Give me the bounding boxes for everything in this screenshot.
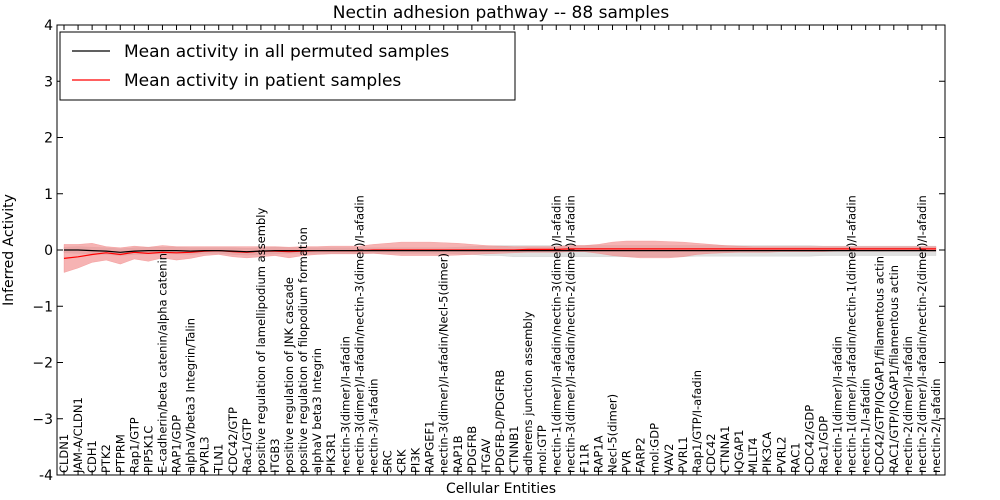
permuted-mean-line — [64, 249, 936, 253]
category-label: adherens junction assembly — [521, 311, 535, 473]
category-label: PTK2 — [99, 444, 113, 473]
category-label: RAP1B — [451, 435, 465, 473]
category-label: nectin-2/I-afadin — [929, 379, 943, 474]
legend: Mean activity in all permuted samples Me… — [59, 31, 516, 101]
y-tick-label: -4 — [39, 468, 53, 484]
y-tick-label: 1 — [44, 187, 53, 203]
category-label: positive regulation of JNK cascade — [282, 277, 296, 473]
category-label: CDC42 — [704, 433, 718, 473]
category-label: nectin-3(dimer)/I-afadin/Necl-5(dimer) — [437, 253, 451, 473]
category-label: F11R — [577, 444, 591, 473]
category-label: RAC1/GTP/IQGAP1/filamentous actin — [887, 265, 901, 473]
category-label: Rap1/GTP/I-afadin — [690, 370, 704, 473]
category-label: Rac1/GDP — [817, 416, 831, 473]
category-label: PI3K — [409, 447, 423, 473]
chart-title: Nectin adhesion pathway -- 88 samples — [333, 3, 670, 23]
category-label: PDGFRB — [465, 426, 479, 473]
category-label: PIK3R1 — [324, 433, 338, 474]
category-label: nectin-1(dimer)/I-afadin/nectin-3(dimer)… — [549, 195, 563, 473]
category-label: RAP1A — [592, 435, 606, 473]
x-axis-label: Cellular Entities — [446, 481, 556, 497]
category-label: alphaV/beta3 Integrin/Talin — [184, 318, 198, 473]
category-label: nectin-1(dimer)/I-afadin — [831, 336, 845, 473]
category-label: CTNNA1 — [718, 426, 732, 473]
category-label: alphaV beta3 Integrin — [310, 348, 324, 473]
category-label: CTNNB1 — [507, 426, 521, 473]
category-label: nectin-2(dimer)/I-afadin/nectin-2(dimer)… — [915, 195, 929, 473]
category-label: ITGAV — [479, 439, 493, 473]
y-tick-label: 3 — [44, 74, 53, 90]
category-label: CDC42/GTP — [226, 407, 240, 473]
y-axis-ticks: -4 −3 −2 −1 0 1 2 3 4 — [32, 18, 945, 484]
category-label: PIK3CA — [760, 432, 774, 473]
category-label: PVRL1 — [676, 436, 690, 473]
category-label: RAC1 — [788, 442, 802, 473]
category-label: nectin-3(dimer)/I-afadin/nectin-2(dimer)… — [563, 195, 577, 473]
category-label: CDC42/GDP — [802, 405, 816, 473]
category-label: PTPRM — [113, 434, 127, 473]
category-label: nectin-3(dimer)/I-afadin/nectin-3(dimer)… — [352, 195, 366, 473]
category-label: Necl-5(dimer) — [606, 394, 620, 473]
category-label: nectin-1(dimer)/I-afadin/nectin-1(dimer)… — [845, 195, 859, 473]
category-label: CRK — [395, 449, 409, 473]
category-label: VAV2 — [662, 444, 676, 473]
legend-box — [59, 31, 516, 101]
category-label: PVR — [620, 450, 634, 473]
plot-frame — [56, 24, 946, 476]
y-tick-label: 0 — [44, 243, 53, 259]
category-label: nectin-2(dimer)/I-afadin — [901, 336, 915, 473]
category-label: positive regulation of lamellipodium ass… — [254, 208, 268, 473]
category-label: PVRL2 — [774, 436, 788, 473]
category-label: MLLT4 — [746, 438, 760, 474]
category-label: PDGFB-D/PDGFRB — [493, 370, 507, 473]
category-label: FARP2 — [634, 437, 648, 473]
category-label: PIP5K1C — [141, 426, 155, 473]
category-label: IQGAP1 — [732, 430, 746, 473]
category-label: mol:GTP — [535, 425, 549, 473]
category-label: Rac1/GTP — [240, 418, 254, 473]
series-lines-group — [63, 248, 936, 259]
category-label: nectin-1/I-afadin — [859, 379, 873, 474]
category-label: PVRL3 — [198, 436, 212, 473]
y-tick-label: 4 — [44, 18, 53, 34]
category-label: ITGB3 — [268, 438, 282, 473]
category-label: nectin-3/I-afadin — [366, 379, 380, 474]
category-label: mol:GDP — [648, 423, 662, 473]
category-label: positive regulation of filopodium format… — [296, 227, 310, 473]
category-label: JAM-A/CLDN1 — [71, 397, 85, 474]
category-label: RAP1/GDP — [170, 415, 184, 473]
category-label: CDC42/GTP/IQGAP1/filamentous actin — [873, 256, 887, 473]
y-axis-label: Inferred Activity — [1, 194, 17, 306]
legend-label-patient: Mean activity in patient samples — [124, 71, 401, 91]
legend-label-permuted: Mean activity in all permuted samples — [124, 42, 449, 62]
category-label: E-cadherin/beta catenin/alpha catenin — [156, 253, 170, 473]
category-label: RAPGEF1 — [423, 421, 437, 473]
category-label: CDH1 — [85, 440, 99, 473]
y-tick-label: −3 — [32, 412, 53, 428]
category-label: nectin-3(dimer)/I-afadin — [338, 336, 352, 473]
x-axis-ticks — [63, 25, 937, 475]
category-label: Rap1/GTP — [127, 417, 141, 473]
category-label: TLN1 — [212, 444, 226, 474]
y-tick-label: −1 — [32, 299, 53, 315]
y-tick-label: 2 — [44, 131, 53, 147]
y-tick-label: −2 — [32, 356, 53, 372]
category-label: CLDN1 — [57, 434, 71, 473]
category-label: SRC — [381, 450, 395, 473]
